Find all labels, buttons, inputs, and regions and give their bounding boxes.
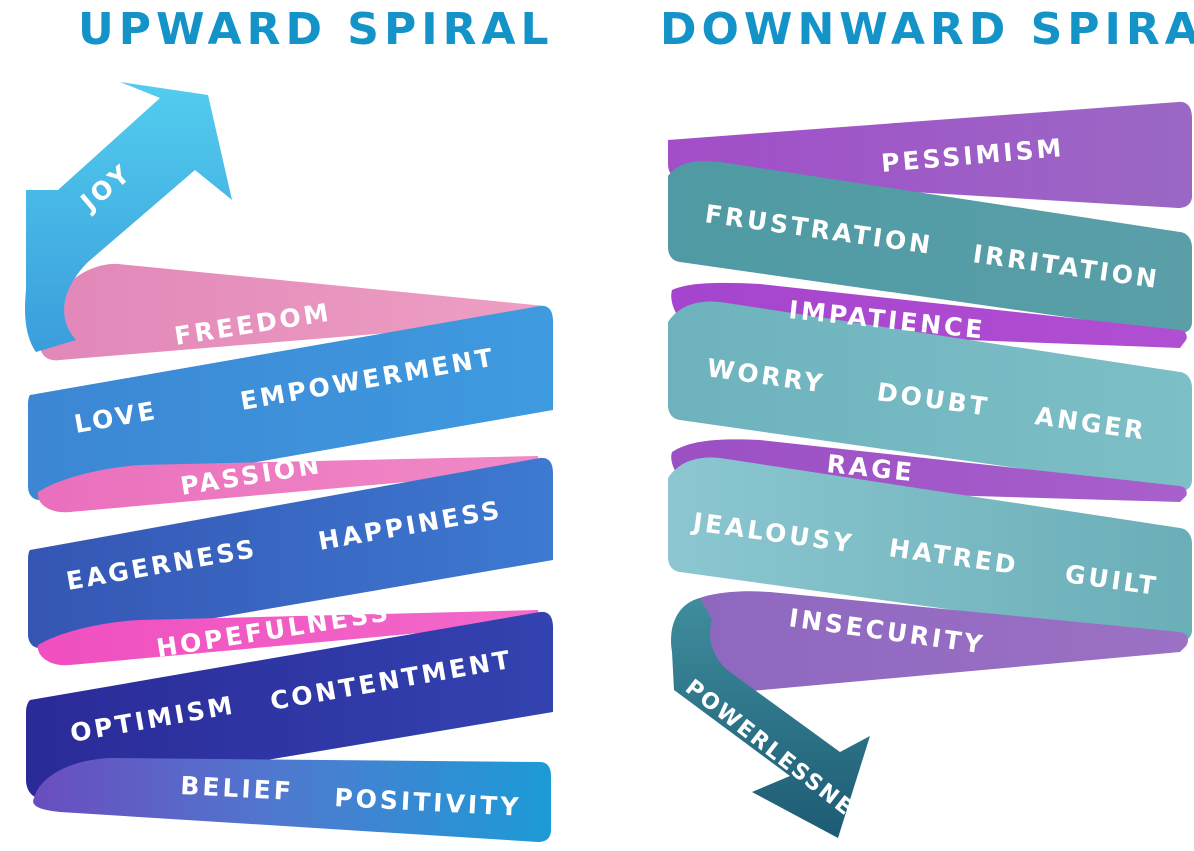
downward-spiral: PESSIMISM FRUSTRATION IRRITATION IMPATIE… (668, 101, 1192, 843)
down-band-purple-4 (690, 591, 1188, 693)
downward-spiral-title: DOWNWARD SPIRAL (660, 4, 1194, 55)
down-arrow (671, 598, 870, 838)
up-fold-1 (40, 263, 545, 361)
up-band-4 (33, 758, 552, 842)
label-belief: BELIEF (180, 771, 295, 806)
up-fold-3 (37, 610, 540, 666)
up-band-1 (28, 305, 553, 500)
up-band-2 (28, 457, 553, 648)
upward-spiral-title: UPWARD SPIRAL (78, 4, 554, 55)
down-band-teal-3 (668, 457, 1192, 642)
down-band-teal-1 (668, 161, 1192, 334)
up-band-3 (26, 611, 553, 798)
down-band-teal-2 (668, 301, 1192, 492)
up-fold-2 (37, 456, 540, 513)
up-arrow (25, 82, 233, 352)
upward-spiral: JOY FREEDOM LOVE EMPOWERMENT PASSION EAG… (25, 82, 553, 842)
